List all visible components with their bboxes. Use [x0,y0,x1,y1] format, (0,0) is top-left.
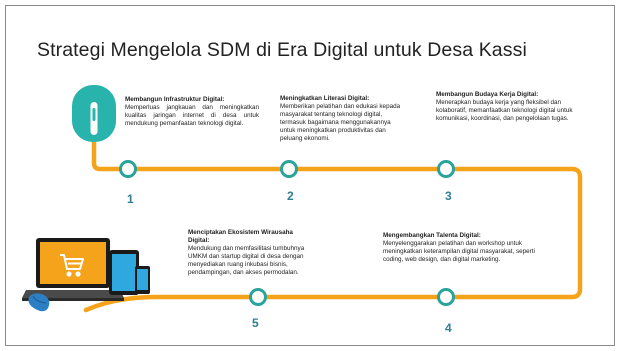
step-5-ring [249,288,267,306]
step-2-description: Memberikan pelatihan dan edukasi kepada … [280,102,401,142]
step-1-heading: Membangun Infrastruktur Digital: [125,96,225,103]
step-5-heading: Menciptakan Ekosistem Wirausaha Digital: [188,229,293,244]
step-1-ring [119,160,137,178]
step-5-text: Menciptakan Ekosistem Wirausaha Digital:… [188,229,316,276]
page-title: Strategi Mengelola SDM di Era Digital un… [37,39,527,61]
mouse-icon [72,85,116,142]
step-3-number: 3 [445,189,452,203]
step-4-text: Mengembangkan Talenta Digital: Menyeleng… [383,232,543,264]
step-4-ring [437,288,455,306]
step-1-description: Memperluas jangkauan dan meningkatkan ku… [125,103,259,127]
computer-mouse-icon [28,293,50,312]
tablet-icon [109,250,139,295]
step-5-description: Mendukung dan memfasilitasi tumbuhnya UM… [188,244,305,276]
step-1-number: 1 [127,192,134,206]
step-3-description: Menerapkan budaya kerja yang fleksibel d… [436,98,573,122]
step-1-text: Membangun Infrastruktur Digital: Memperl… [125,96,259,128]
infographic-graphics [22,85,583,313]
roadmap-path [83,136,583,313]
step-5-number: 5 [252,316,259,330]
step-4-description: Menyelenggarakan pelatihan dan workshop … [383,239,535,263]
step-2-ring [280,160,298,178]
step-4-number: 4 [445,321,452,335]
shopping-cart-icon [60,254,84,277]
step-3-heading: Membangun Budaya Kerja Digital: [436,91,539,98]
step-3-text: Membangun Budaya Kerja Digital: Menerapk… [436,91,574,123]
step-2-heading: Meningkatkan Literasi Digital: [280,95,370,102]
phone-icon [135,266,150,294]
step-2-text: Meningkatkan Literasi Digital: Memberika… [280,95,404,142]
step-2-number: 2 [287,189,294,203]
step-4-heading: Mengembangkan Talenta Digital: [383,232,481,239]
step-3-ring [437,160,455,178]
infographic-frame: Strategi Mengelola SDM di Era Digital un… [5,5,615,346]
